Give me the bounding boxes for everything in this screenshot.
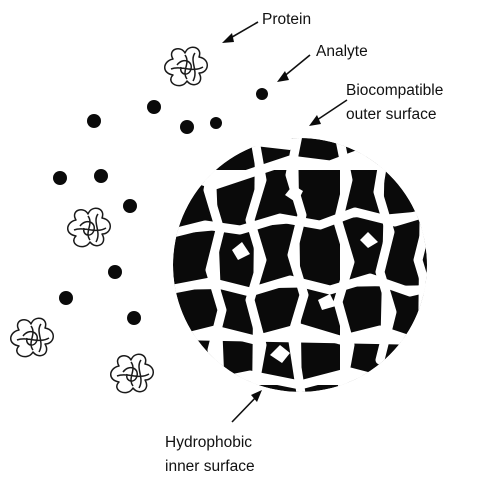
analyte-dot-icon [87,114,101,128]
analyte-dot-icon [180,120,194,134]
analyte-dot-icon [123,199,137,213]
analyte-dot-icon [210,117,222,129]
analyte-dot-icon [147,100,161,114]
analyte-dot-icon [59,291,73,305]
analyte-dot-icon [94,169,108,183]
porous-particle-icon [165,135,440,400]
label-inner-surface-line2: inner surface [165,458,255,475]
protein-molecule-icon [111,354,154,392]
analyte-dot-icon [108,265,122,279]
protein-molecules [11,47,208,392]
arrow-icon [314,100,347,122]
arrow-icon [232,395,258,422]
label-protein: Protein [262,11,311,28]
label-outer-surface-line2: outer surface [346,106,436,123]
analyte-dot-icon [127,311,141,325]
label-outer-surface-line1: Biocompatible [346,82,443,99]
protein-molecule-icon [165,47,208,85]
label-analyte: Analyte [316,43,368,60]
label-inner-surface-line1: Hydrophobic [165,434,252,451]
protein-molecule-icon [68,208,111,246]
protein-molecule-icon [11,318,54,356]
analyte-dot-icon [53,171,67,185]
analyte-dot-icon [256,88,268,100]
